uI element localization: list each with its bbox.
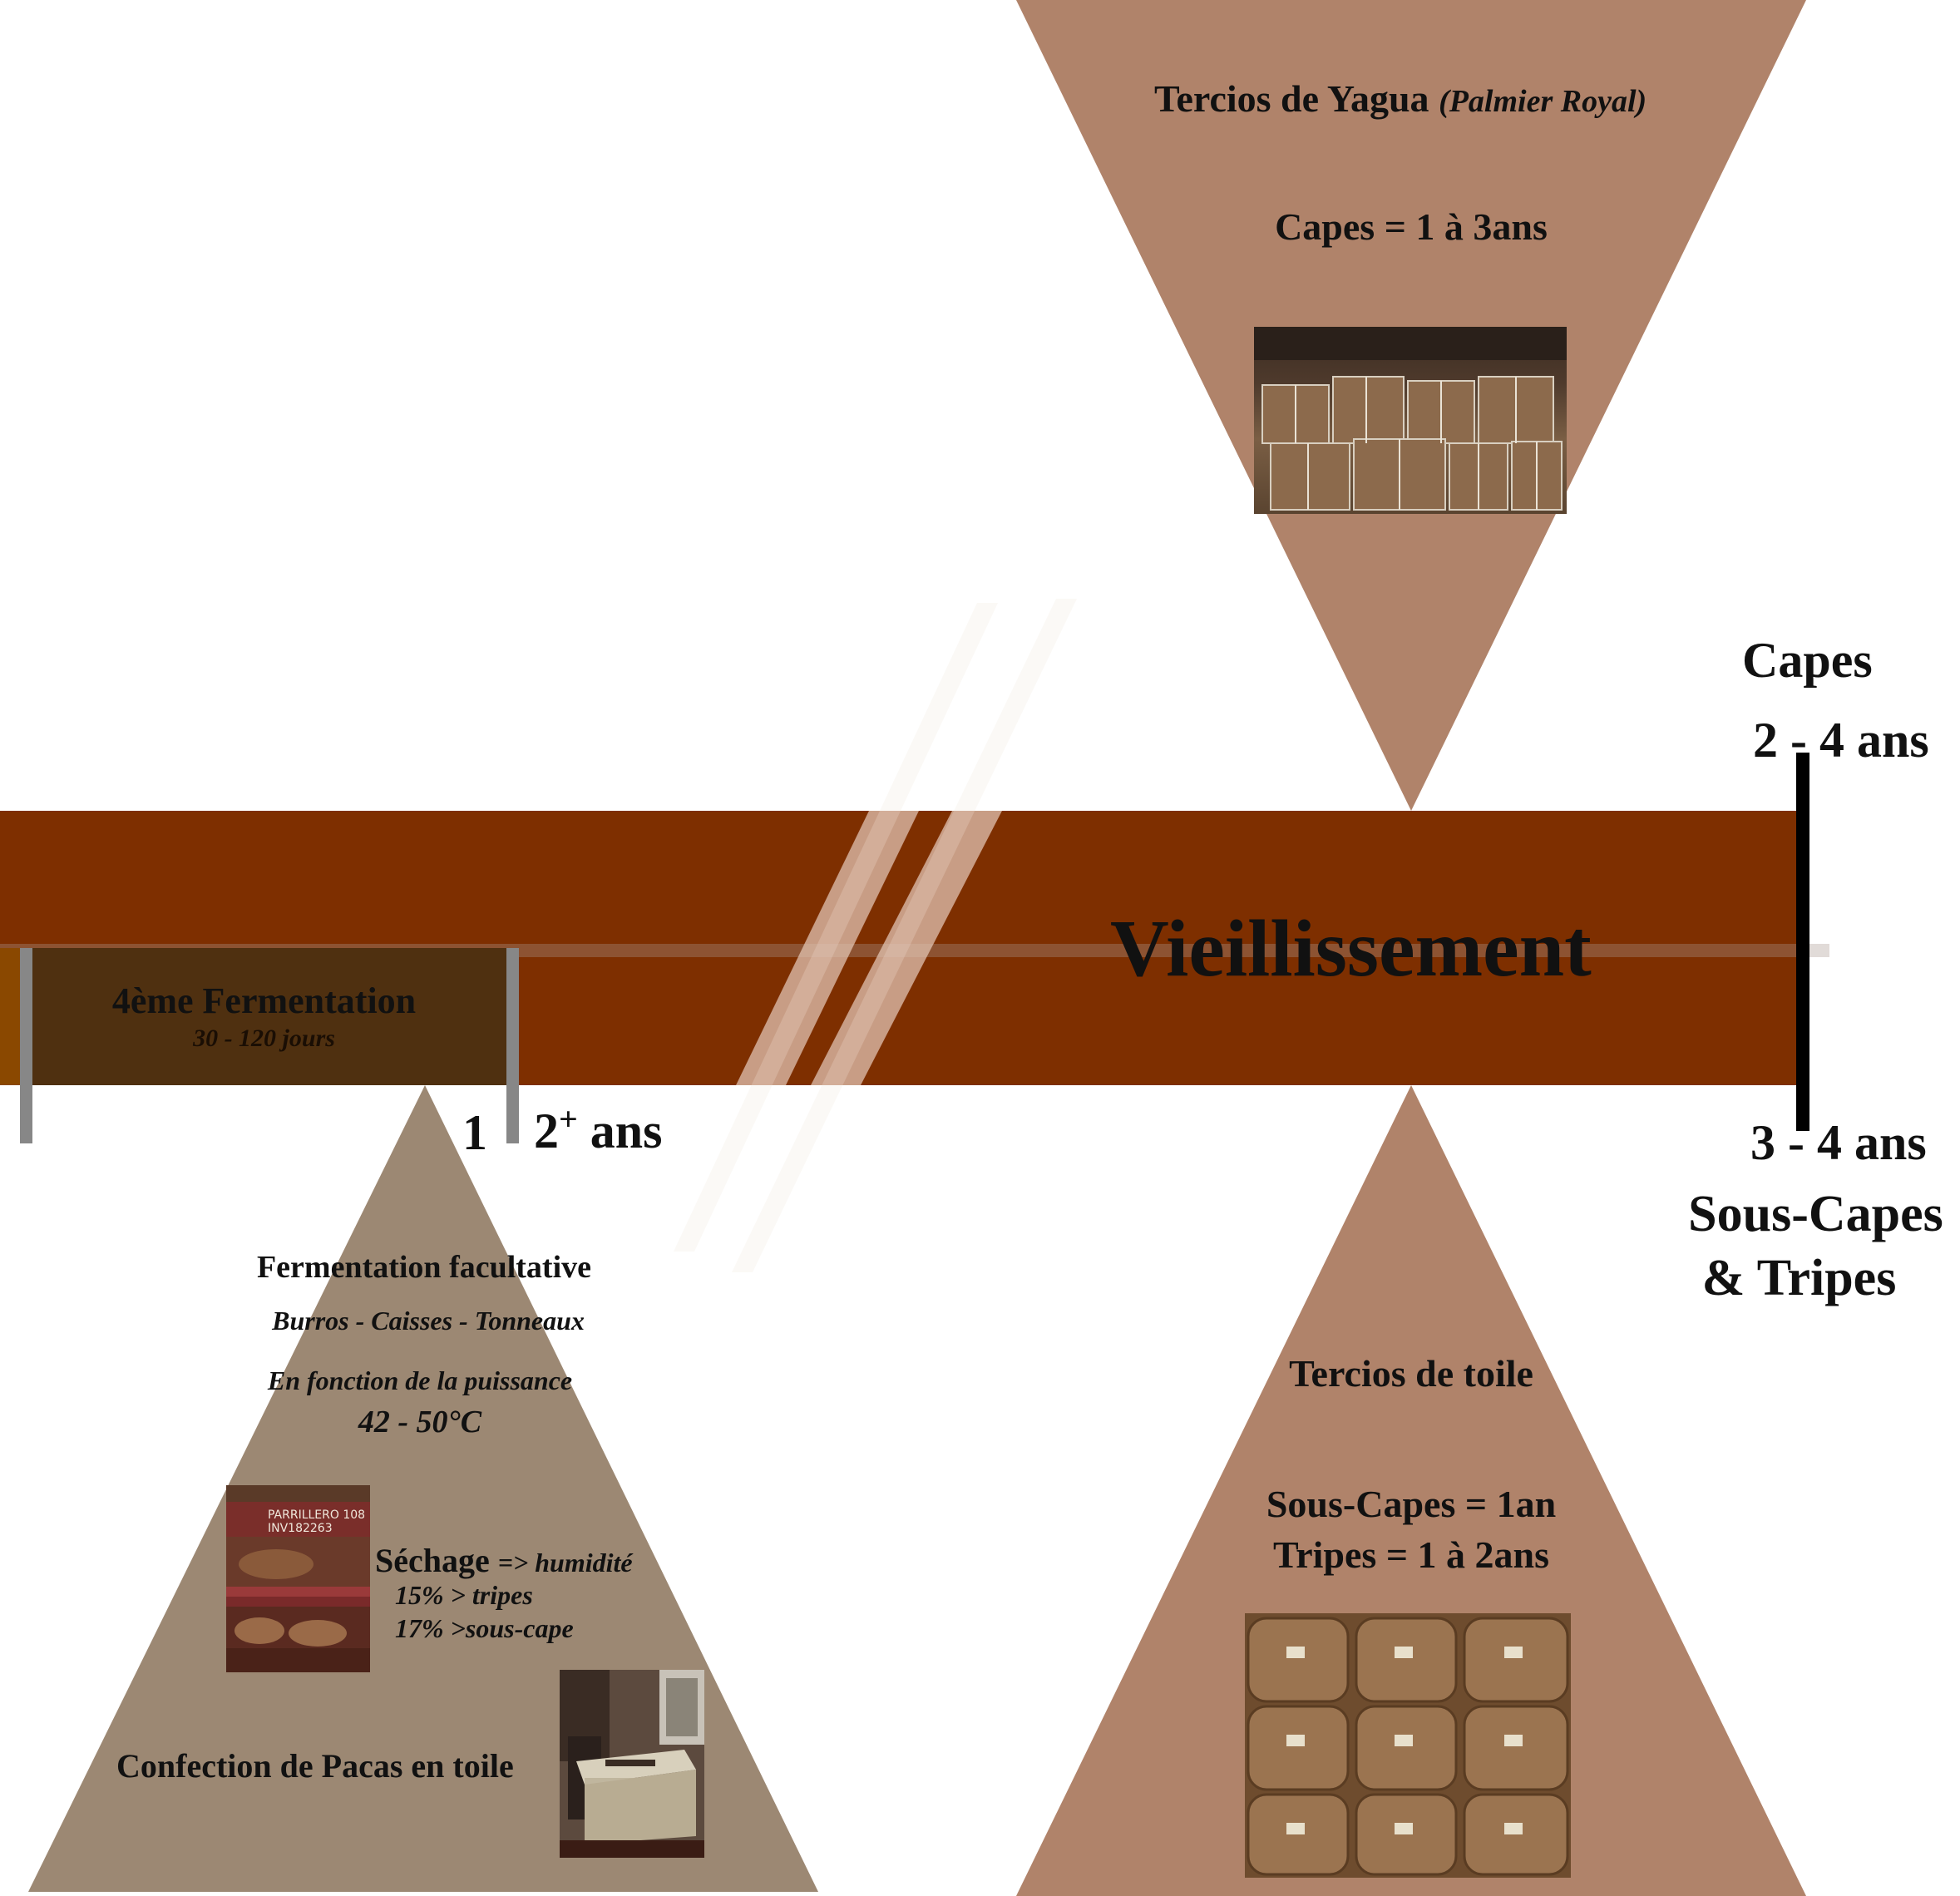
bottom-right-line2: Tripes = 1 à 2ans: [1272, 1533, 1550, 1576]
capes-scale-label: Capes: [1742, 633, 1873, 688]
drying-rack-icon: PARRILLERO 108 INV182263: [226, 1485, 370, 1672]
band-title: Vieillissement: [1110, 904, 1592, 994]
humidite-souscape: 17% >sous-cape: [395, 1613, 574, 1643]
rack-label-line2: INV182263: [268, 1522, 333, 1535]
marker-right: [506, 948, 519, 1143]
yagua-bales-icon: [1254, 327, 1567, 511]
bottom-right-line1: Sous-Capes = 1an: [1266, 1483, 1557, 1525]
bottom-right-triangle: [1016, 1085, 1806, 1896]
right-scale-bar: [1796, 753, 1809, 1131]
drying-rack-photo: PARRILLERO 108 INV182263: [226, 1485, 370, 1672]
top-triangle-capes: Capes = 1 à 3ans: [1275, 205, 1548, 248]
yagua-title: Tercios de Yagua: [1154, 77, 1429, 120]
time-break-slash-band-1: [736, 811, 919, 1085]
yagua-subtitle: (Palmier Royal): [1439, 84, 1647, 119]
paca-bale-photo: [560, 1670, 704, 1858]
canvas-bales-icon: [1247, 1617, 1569, 1876]
humidite-label: => humidité: [497, 1548, 633, 1578]
humidite-tripes: 15% > tripes: [395, 1580, 533, 1610]
fermentation-puissance: En fonction de la puissance: [267, 1365, 573, 1395]
fermentation-title: 4ème Fermentation: [111, 980, 417, 1021]
capes-scale-range: 2 - 4 ans: [1753, 713, 1929, 768]
fermentation-facultative-title: Fermentation facultative: [256, 1250, 592, 1285]
pacas-label: Confection de Pacas en toile: [116, 1747, 514, 1785]
fermentation-box: [25, 948, 511, 1085]
sechage-label: Séchage: [375, 1542, 490, 1579]
bottom-right-title: Tercios de toile: [1289, 1352, 1533, 1395]
year-ans-label: ans: [590, 1104, 663, 1158]
tripes-scale-label: & Tripes: [1701, 1250, 1897, 1306]
paca-bale-icon: [560, 1670, 704, 1858]
marker-left: [20, 948, 32, 1143]
canvas-bales-photo: [1245, 1613, 1571, 1878]
souscapes-scale-label: Sous-Capes: [1688, 1186, 1943, 1242]
fermentation-temperature: 42 - 50°C: [358, 1405, 482, 1439]
rack-label-line1: PARRILLERO 108: [268, 1508, 365, 1522]
fermentation-duration: 30 - 120 jours: [193, 1025, 335, 1052]
souscapes-scale-range: 3 - 4 ans: [1750, 1115, 1927, 1170]
top-triangle-title: Tercios de Yagua (Palmier Royal): [1154, 77, 1646, 121]
year-two-label: 2+ ans: [534, 1099, 663, 1160]
year-plus-sign: +: [559, 1100, 578, 1138]
sechage-line: Séchage => humidité: [375, 1541, 633, 1580]
year-two-number: 2: [534, 1104, 559, 1158]
time-break-slash-band-2: [811, 811, 1002, 1085]
tercios-yagua-photo: [1254, 327, 1567, 514]
year-one-label: 1: [462, 1105, 487, 1160]
fermentation-containers: Burros - Caisses - Tonneaux: [272, 1306, 585, 1336]
